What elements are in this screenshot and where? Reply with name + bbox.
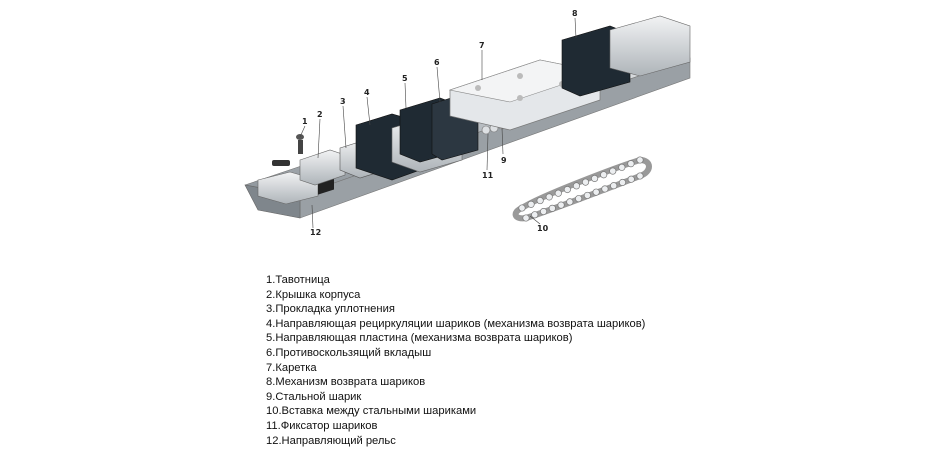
chain-ball (610, 182, 618, 190)
legend-item: 2.Крышка корпуса (266, 288, 361, 301)
chain-ball (609, 167, 617, 175)
legend-item: 11.Фиксатор шариков (266, 419, 378, 432)
legend-item: 12.Направляющий рельс (266, 434, 396, 447)
chain-ball (581, 178, 590, 186)
chain-ball (627, 160, 635, 168)
chain-ball (575, 195, 583, 203)
callout-3: 3 (340, 97, 346, 106)
legend-item: 6.Противоскользящий вкладыш (266, 346, 432, 359)
end-block (609, 15, 691, 77)
callout-5: 5 (402, 74, 408, 83)
callout-6: 6 (434, 58, 440, 67)
chain-ball (518, 204, 526, 212)
chain-ball (601, 185, 609, 193)
legend-item: 1.Тавотница (266, 274, 330, 286)
chain-ball (600, 171, 608, 179)
chain-ball (563, 185, 571, 194)
chain-ball (566, 198, 574, 206)
chain-ball (536, 197, 544, 205)
callout-10: 10 (537, 224, 549, 233)
chain-ball (572, 182, 581, 190)
parts-legend: 1.Тавотница 2.Крышка корпуса 3.Прокладка… (266, 273, 645, 448)
leader-lines (299, 17, 577, 229)
housing-cover (299, 149, 346, 186)
legend-item: 4.Направляющая рециркуляции шариков (мех… (266, 317, 646, 330)
chain-ball (592, 188, 600, 196)
ball-chain (512, 156, 652, 222)
chain-ball (522, 214, 530, 222)
linear-guide-exploded-view: 1 2 3 4 5 6 7 8 9 10 11 12 (244, 9, 691, 237)
grease-nipple (272, 134, 304, 166)
callout-9: 9 (501, 156, 507, 165)
callout-12: 12 (310, 228, 321, 237)
chain-ball (554, 189, 562, 197)
chain-ball (636, 172, 644, 180)
chain-ball (527, 200, 535, 208)
legend-item: 10.Вставка между стальными шариками (266, 405, 477, 418)
callout-2: 2 (317, 110, 323, 119)
chain-ball (557, 201, 565, 209)
legend-item: 5.Направляющая пластина (механизма возвр… (266, 332, 573, 345)
chain-ball (591, 174, 599, 183)
callout-labels: 1 2 3 4 5 6 7 8 9 10 11 12 (302, 9, 578, 237)
chain-ball (548, 204, 556, 212)
chain-ball (531, 211, 539, 219)
chain-ball (636, 156, 644, 164)
chain-ball (618, 178, 627, 187)
legend-item: 9.Стальной шарик (266, 390, 362, 403)
chain-ball (545, 193, 553, 201)
callout-11: 11 (482, 171, 494, 180)
legend-item: 3.Прокладка уплотнения (266, 303, 395, 316)
legend-item: 7.Каретка (266, 361, 317, 374)
chain-ball (583, 191, 591, 199)
chain-ball (539, 207, 548, 216)
chain-ball (627, 175, 635, 183)
callout-8: 8 (572, 9, 578, 18)
callout-7: 7 (479, 41, 485, 50)
chain-ball (618, 163, 626, 171)
callout-1: 1 (302, 117, 308, 126)
callout-4: 4 (364, 88, 370, 97)
legend-item: 8.Механизм возврата шариков (266, 376, 426, 389)
